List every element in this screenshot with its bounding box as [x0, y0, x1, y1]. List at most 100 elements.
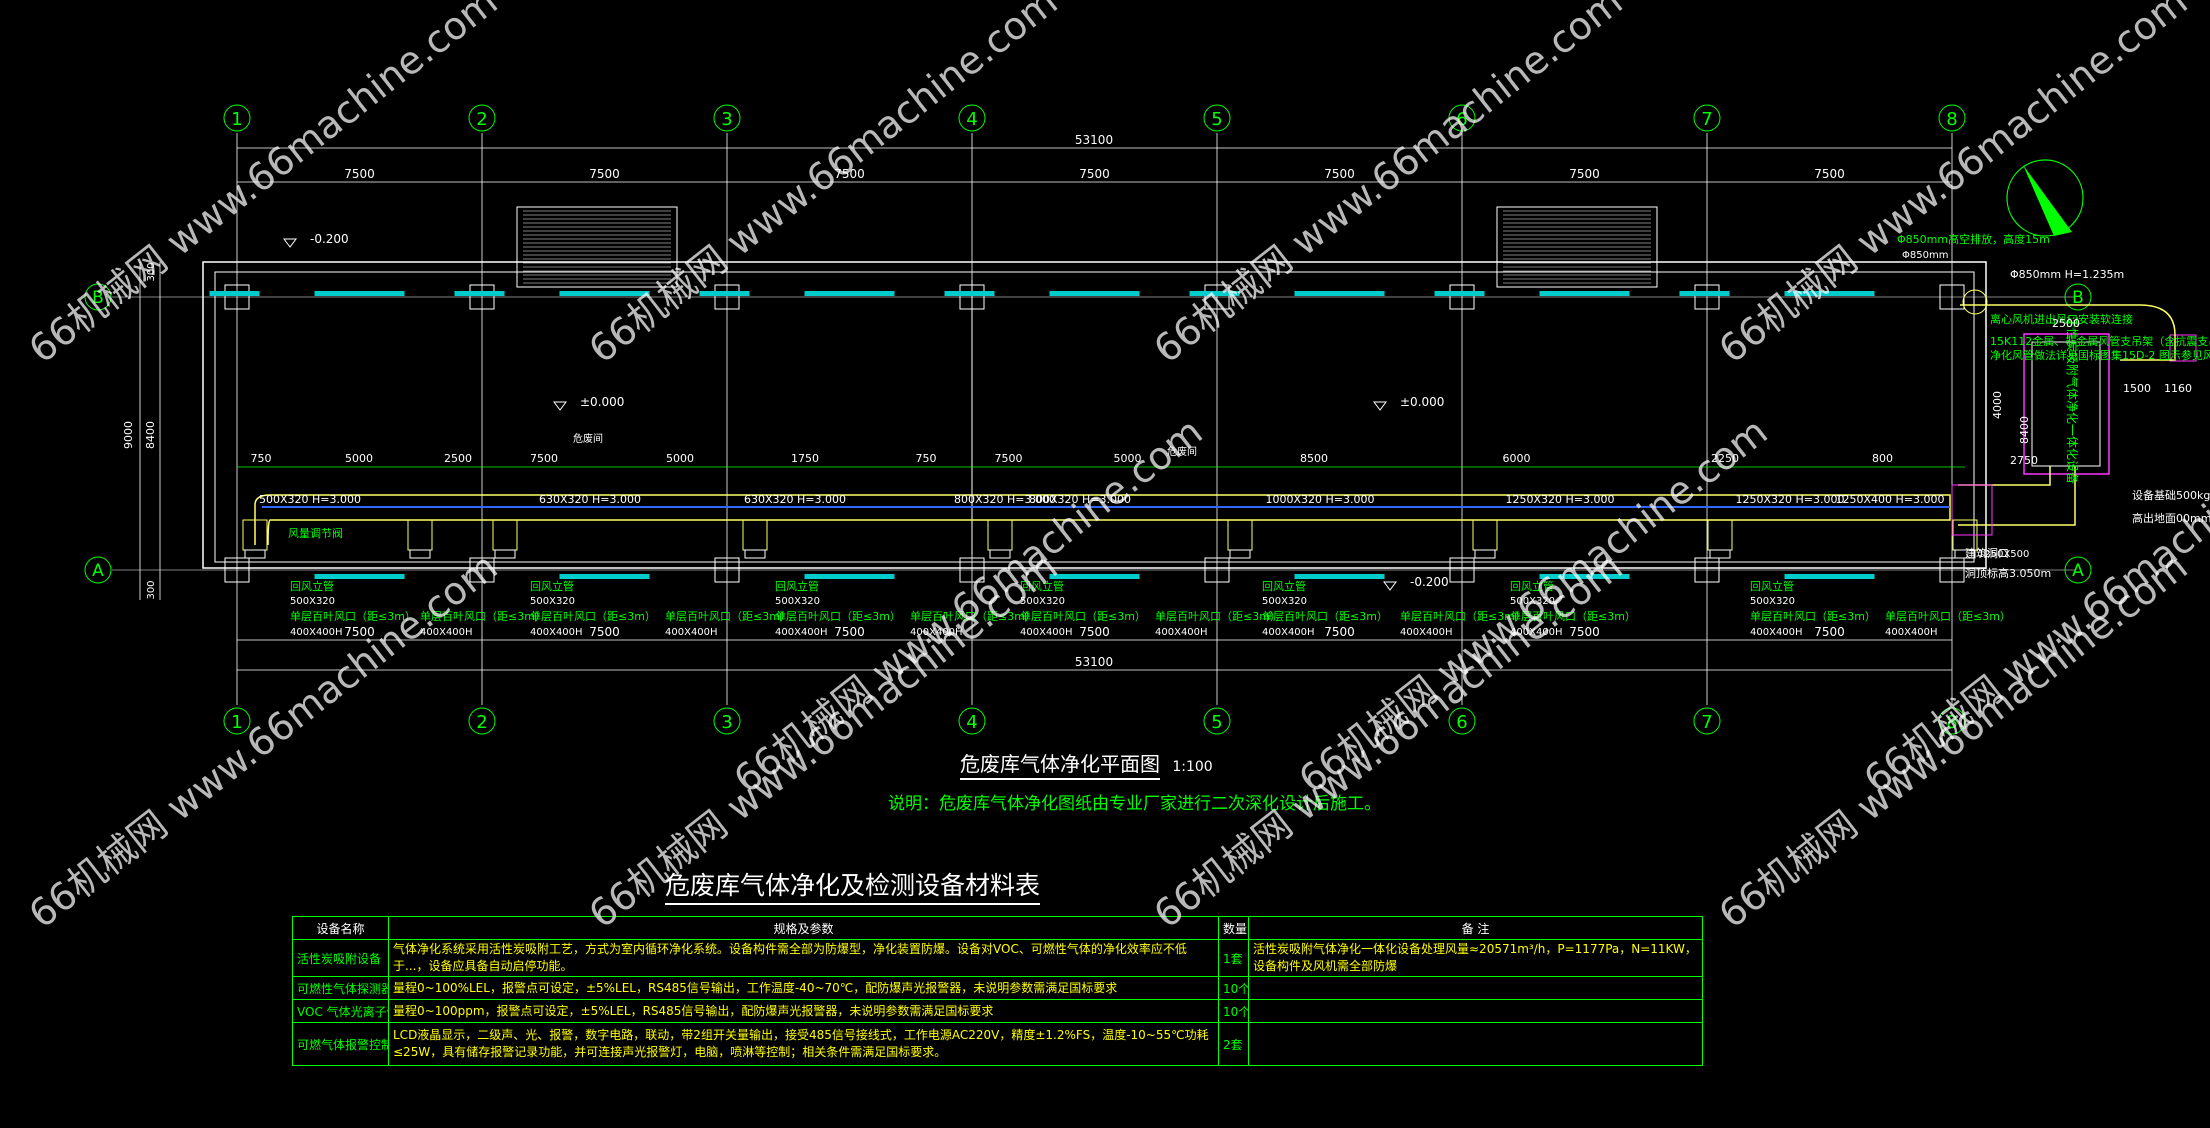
- window: [1049, 574, 1140, 579]
- row-remark: [1248, 1022, 1703, 1066]
- row-remark: 活性炭吸附气体净化一体化设备处理风量≈20571m³/h，P=1177Pa，N=…: [1248, 939, 1703, 977]
- equipment: [2031, 341, 2101, 467]
- table-row: 可燃性气体探测器 量程0~100%LEL，报警点可设定，±5%LEL，RS485…: [292, 976, 1703, 1000]
- ground-label: 高出地面00mm: [2132, 511, 2210, 525]
- dim-text: 1160: [2164, 382, 2192, 395]
- riser: [407, 519, 433, 551]
- chimney: [1962, 289, 1988, 315]
- window: [1679, 291, 1730, 296]
- row-spec: LCD液晶显示，二级声、光、报警，数字电路，联动，带2组开关量输出，接受485信…: [388, 1022, 1219, 1066]
- window: [1784, 291, 1875, 296]
- fan-note: 15K112金属、非金属风管支吊架（含抗震支吊架）: [1990, 334, 2210, 348]
- window: [1294, 574, 1385, 579]
- dim-text: 53100: [1075, 655, 1113, 669]
- equipment-label: 活性炭吸附气体净化一体化设备: [2065, 316, 2080, 484]
- riser: [492, 519, 518, 551]
- dim-text: 7500: [589, 167, 620, 181]
- north-circle: [2006, 159, 2084, 237]
- louver: [989, 549, 1011, 559]
- louver-label: 单层百叶风口（距≤3m）: [775, 610, 901, 623]
- dim-text: 7500: [1079, 167, 1110, 181]
- louver-size: 400X400H: [665, 627, 718, 638]
- dim-text: 800: [1872, 452, 1893, 465]
- axis-bubble: [1938, 104, 1966, 132]
- axis-label: 4: [966, 109, 977, 130]
- riser: [1227, 519, 1253, 551]
- axis-bubble: [2064, 556, 2092, 584]
- dim-text: 53100: [1075, 133, 1113, 147]
- dim-text: 9000: [122, 421, 135, 449]
- axis-bubble: [713, 104, 741, 132]
- window: [1294, 291, 1385, 296]
- window: [209, 291, 260, 296]
- louver-label: 单层百叶风口（距≤3m）: [530, 610, 656, 623]
- louver-label: 单层百叶风口（距≤3m）: [1020, 610, 1146, 623]
- inlet-duct: [1958, 466, 2076, 526]
- axis-bubble: [468, 104, 496, 132]
- table-row: 活性炭吸附设备 气体净化系统采用活性炭吸附工艺，方式为室内循环净化系统。设备构件…: [292, 939, 1703, 977]
- level-mark: [553, 401, 567, 411]
- duct-label: 1250X400 H=3.000: [1835, 493, 1944, 506]
- north-arrow: [2023, 165, 2072, 236]
- outer-wall: [202, 261, 1987, 569]
- axis-label: 7: [1701, 712, 1712, 733]
- plan-title: 危废库气体净化平面图 1:100: [960, 748, 1213, 780]
- louver-size: 400X400H: [1400, 627, 1453, 638]
- row-spec: 气体净化系统采用活性炭吸附工艺，方式为室内循环净化系统。设备构件需全部为防爆型，…: [388, 939, 1219, 977]
- louver: [744, 549, 766, 559]
- dim-text: 7500: [834, 167, 865, 181]
- riser: [1707, 519, 1733, 551]
- axis-bubble: [1448, 104, 1476, 132]
- col-remark: 备 注: [1248, 916, 1703, 940]
- level-mark: [1383, 581, 1397, 591]
- dim-text: 7500: [344, 167, 375, 181]
- dim-text: 7500: [344, 625, 375, 639]
- dim-text: 8400: [2018, 416, 2031, 444]
- dim-text: 1500: [2123, 382, 2151, 395]
- window: [1784, 574, 1875, 579]
- louver-label: 单层百叶风口（距≤3m）: [1155, 610, 1281, 623]
- fire-valve: [1951, 484, 1993, 536]
- dim-text: 7500: [1569, 625, 1600, 639]
- dim-text: 7500: [1079, 625, 1110, 639]
- axis-label: A: [92, 561, 104, 581]
- window: [1049, 291, 1140, 296]
- riser-size: 500X320: [530, 596, 575, 607]
- dim-text: 7500: [1569, 167, 1600, 181]
- louver-label: 单层百叶风口（距≤3m）: [665, 610, 791, 623]
- room-label: 危废间: [573, 432, 603, 445]
- window: [804, 574, 895, 579]
- dim-text: 7500: [530, 452, 558, 465]
- dim-text: 1750: [791, 452, 819, 465]
- dim-text: 2750: [2010, 454, 2038, 467]
- riser-label: 回风立管: [1750, 579, 1794, 593]
- louver-size: 400X400H: [775, 627, 828, 638]
- room-label: 危废间: [1167, 445, 1197, 458]
- riser-label: 回风立管: [775, 579, 819, 593]
- riser-size: 500X320: [1020, 596, 1065, 607]
- equipment-base: [2023, 333, 2110, 475]
- dim-text: 8500: [1300, 452, 1328, 465]
- louver-label: 单层百叶风口（距≤3m）: [1262, 610, 1388, 623]
- level-text: ±0.000: [580, 395, 624, 409]
- riser-label: 回风立管: [530, 579, 574, 593]
- axis-label: 7: [1701, 109, 1712, 130]
- axis-label: 6: [1456, 109, 1467, 130]
- window: [314, 574, 405, 579]
- riser-size: 500X320: [1510, 596, 1555, 607]
- dim-text: 7500: [834, 625, 865, 639]
- level-text: -0.200: [310, 232, 349, 246]
- louver: [1709, 549, 1731, 559]
- level-mark: [283, 238, 297, 248]
- louver-size: 400X400H: [530, 627, 583, 638]
- louver-label: 单层百叶风口（距≤3m）: [1400, 610, 1526, 623]
- window: [804, 291, 895, 296]
- fire-valve-label: 建筑洞口: [1965, 546, 2009, 560]
- dim-text: 5000: [666, 452, 694, 465]
- table-row: VOC 气体光离子传感器 量程0~100ppm，报警点可设定，±5%LEL，RS…: [292, 999, 1703, 1023]
- axis-label: 5: [1211, 109, 1222, 130]
- axis-bubble: [1203, 707, 1231, 735]
- axis-bubble: [84, 283, 112, 311]
- axis-bubble: [713, 707, 741, 735]
